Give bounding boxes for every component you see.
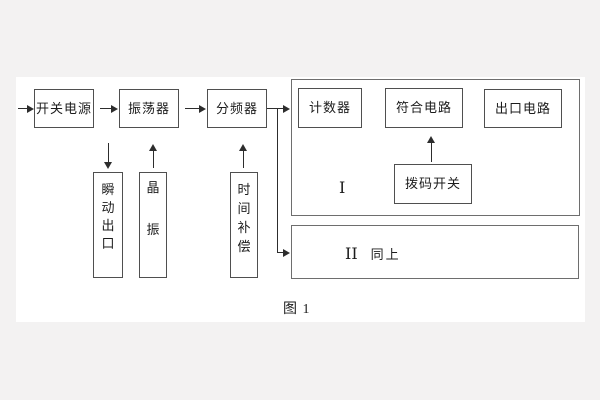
group-1-numeral: I <box>339 178 346 197</box>
arrow-branch-group2-line <box>277 252 283 253</box>
arrow-up-timecomp-head <box>239 144 247 151</box>
arrow-input-line <box>18 108 27 109</box>
group-box-2 <box>291 225 579 279</box>
arrow-down-instant-outlet-head <box>104 162 112 169</box>
block-label-char: 晶 <box>146 180 160 195</box>
block-label: 开关电源 <box>35 100 92 116</box>
block-label-char: 动 <box>101 200 115 215</box>
block-label-char: 补 <box>237 220 251 235</box>
block-label: 分频器 <box>215 100 258 116</box>
arrow-oscillator-divider-line <box>185 108 199 109</box>
arrow-divider-group1-line <box>267 108 283 109</box>
block-label: 计数器 <box>308 100 351 115</box>
block-label-char: 口 <box>101 236 115 251</box>
block-dip-switch: 拨码开关 <box>394 164 472 204</box>
group-2-numeral: II <box>345 244 358 263</box>
arrow-divider-group1-head <box>283 105 290 113</box>
arrow-up-dip-line <box>431 143 432 162</box>
block-crystal-oscillator: 晶 振 <box>139 172 167 278</box>
figure-caption: 图 1 <box>283 302 311 317</box>
block-label-char: 偿 <box>237 239 251 254</box>
arrow-power-oscillator-head <box>111 105 118 113</box>
arrow-up-timecomp-line <box>243 151 244 168</box>
arrow-input-head <box>27 105 34 113</box>
block-switch-power: 开关电源 <box>34 89 94 128</box>
arrow-power-oscillator-line <box>100 108 111 109</box>
block-counter: 计数器 <box>298 88 362 128</box>
block-label: 出口电路 <box>494 100 551 116</box>
block-label-char: 出 <box>101 218 115 233</box>
group-2-content: II 同上 <box>345 244 401 263</box>
block-label-char: 时 <box>237 182 251 197</box>
block-instant-outlet: 瞬 动 出 口 <box>93 172 123 278</box>
block-oscillator: 振荡器 <box>119 89 179 128</box>
block-label: 振荡器 <box>127 100 170 116</box>
arrow-oscillator-divider-head <box>199 105 206 113</box>
block-frequency-divider: 分频器 <box>207 89 267 128</box>
block-label-char: 间 <box>237 201 251 216</box>
group-box-1 <box>291 79 580 216</box>
block-label-char: 振 <box>146 222 160 237</box>
arrow-up-dip-head <box>427 136 435 143</box>
arrow-branch-group2-head <box>283 249 290 257</box>
block-outlet-circuit: 出口电路 <box>484 89 562 128</box>
block-coincidence-circuit: 符合电路 <box>385 88 463 128</box>
arrow-down-instant-outlet-line <box>108 143 109 162</box>
group-2-label: 同上 <box>370 247 401 262</box>
block-label: 符合电路 <box>395 100 452 115</box>
arrow-up-crystal-head <box>149 144 157 151</box>
block-label: 拨码开关 <box>404 176 461 191</box>
branch-vertical-line <box>277 108 278 253</box>
arrow-up-crystal-line <box>153 151 154 168</box>
block-label-char: 瞬 <box>101 182 115 197</box>
block-time-compensation: 时 间 补 偿 <box>230 172 258 278</box>
